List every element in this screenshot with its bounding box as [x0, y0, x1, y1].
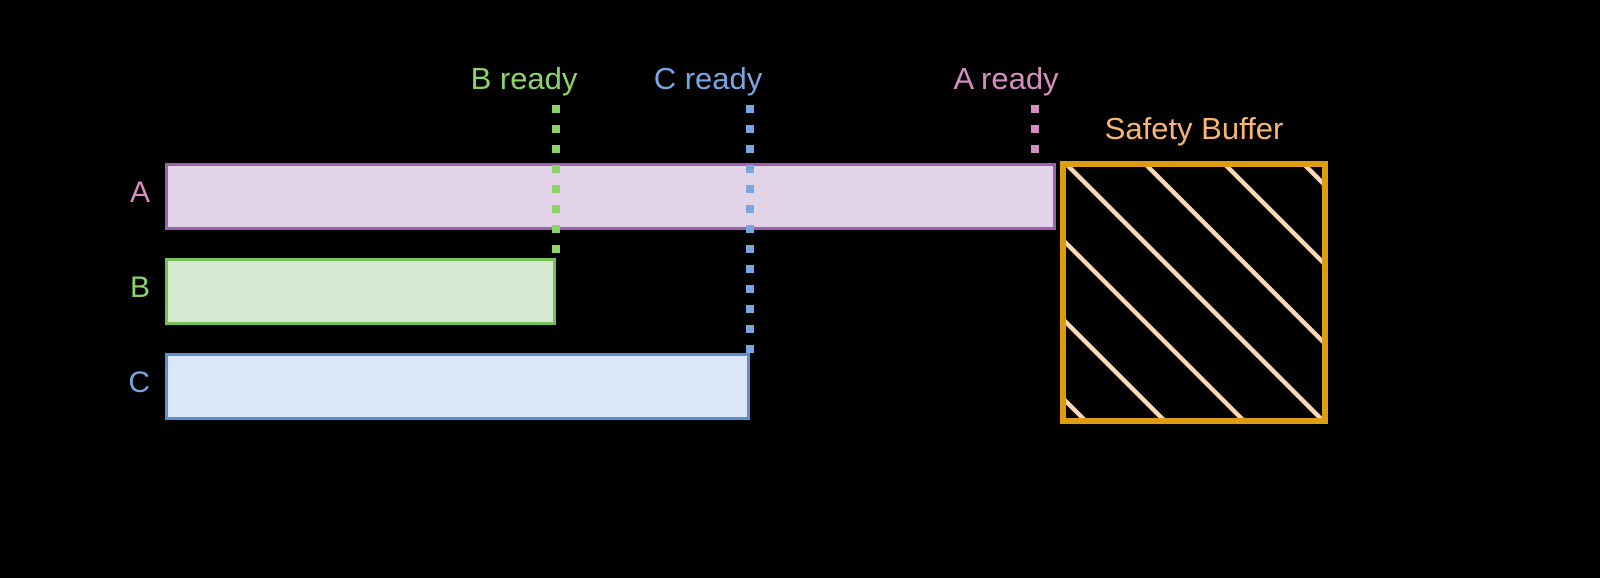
ready-label-b-ready: B ready: [470, 61, 578, 96]
row-label-c: C: [128, 366, 150, 399]
row-label-b: B: [129, 271, 150, 304]
ready-line-c-ready: [746, 105, 754, 355]
task-bar-a[interactable]: [165, 163, 1056, 230]
ready-label-a-ready: A ready: [953, 61, 1059, 96]
ready-label-c-ready: C ready: [653, 61, 763, 96]
ready-line-a-ready: [1031, 105, 1039, 167]
safety-buffer-box[interactable]: [1060, 161, 1328, 424]
row-label-a: A: [129, 176, 150, 209]
safety-buffer-title: Safety Buffer: [1104, 111, 1284, 146]
task-bar-c[interactable]: [165, 353, 750, 420]
task-bar-b[interactable]: [165, 258, 556, 325]
ready-line-b-ready: [552, 105, 560, 265]
safety-buffer-hatch-pattern: [1066, 167, 1322, 418]
